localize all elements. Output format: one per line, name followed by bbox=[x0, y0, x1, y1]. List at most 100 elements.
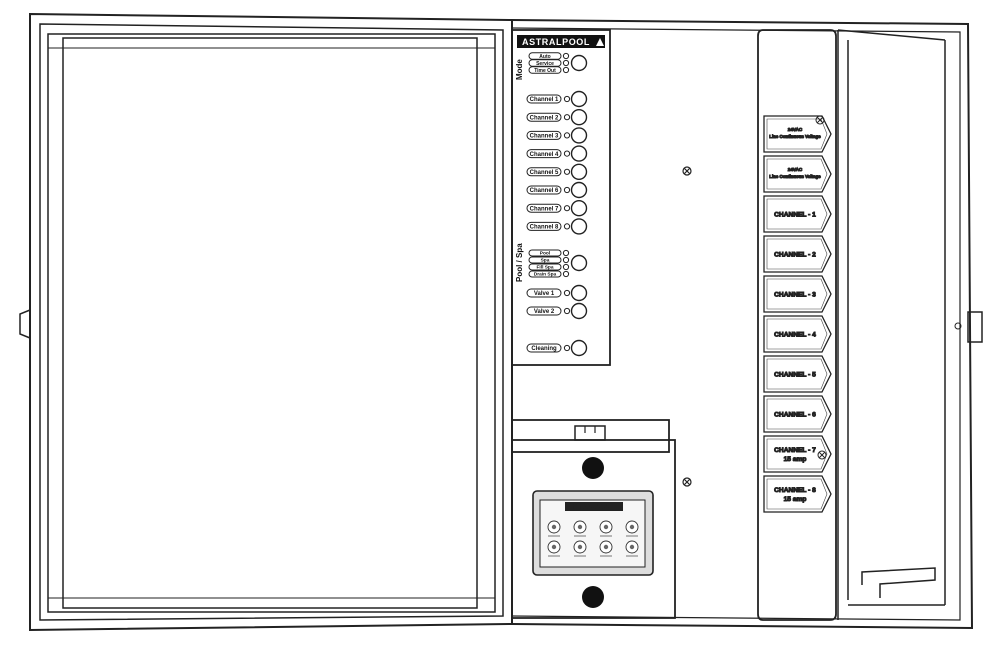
channel-row-3: Channel 3 bbox=[526, 127, 588, 144]
channel-4-button[interactable] bbox=[570, 145, 588, 162]
hinge-right bbox=[967, 311, 983, 343]
label-pill bbox=[526, 149, 562, 159]
touchscreen-icons bbox=[547, 520, 639, 557]
enclosure bbox=[511, 19, 983, 630]
channel-6-button[interactable] bbox=[570, 181, 588, 199]
channel-2-button[interactable] bbox=[570, 108, 588, 126]
channel-row-2: Channel 2 bbox=[526, 108, 588, 126]
channel-row-4: Channel 4 bbox=[526, 145, 588, 162]
label-text: Channel 6 bbox=[530, 188, 559, 194]
led-indicator bbox=[562, 249, 570, 257]
terminal-label-channel-4-6: CHANNEL - 4 bbox=[763, 315, 832, 353]
label-pill bbox=[526, 185, 562, 195]
door-inner-frame bbox=[39, 23, 504, 621]
led-indicator bbox=[562, 59, 570, 67]
valve-2-button[interactable] bbox=[570, 302, 588, 320]
led-indicator bbox=[562, 66, 570, 74]
label-text: Channel 4 bbox=[530, 152, 559, 158]
screw-icon bbox=[815, 115, 827, 460]
timers-icon[interactable] bbox=[573, 540, 587, 557]
pool-spa-button[interactable] bbox=[570, 254, 588, 272]
terminal-label-line1: CHANNEL - 4 bbox=[774, 331, 816, 338]
label-text: Pool bbox=[540, 251, 550, 257]
label-text: Drain Spa bbox=[534, 272, 557, 278]
terminal-tag bbox=[763, 395, 832, 433]
label-text: Channel 1 bbox=[530, 97, 559, 103]
terminal-label-channel-5-7: CHANNEL - 5 bbox=[763, 355, 832, 393]
channel-1-button[interactable] bbox=[570, 90, 588, 108]
settings-icon[interactable] bbox=[573, 520, 587, 537]
label-text: Cleaning bbox=[531, 346, 557, 352]
label-pill bbox=[528, 263, 562, 271]
enclosure-inner bbox=[511, 27, 961, 621]
door bbox=[19, 12, 513, 632]
channel-row-5: Channel 5 bbox=[526, 163, 588, 181]
terminal-label-channel-7-9: CHANNEL - 715 amp bbox=[763, 435, 832, 473]
channel-7-button[interactable] bbox=[570, 199, 588, 217]
home-icon[interactable] bbox=[547, 520, 561, 537]
channel-8-button[interactable] bbox=[570, 218, 588, 235]
label-text: Time Out bbox=[534, 68, 556, 74]
touchscreen-bracket: ASTRALPOOL bbox=[511, 419, 676, 619]
led-indicator bbox=[563, 223, 571, 230]
channel-row-1: Channel 1 bbox=[526, 90, 588, 108]
led-indicator bbox=[563, 132, 571, 139]
channel-row-8: Channel 8 bbox=[526, 218, 588, 235]
led-indicator bbox=[563, 186, 571, 194]
led-indicator bbox=[563, 168, 571, 175]
door-left-latch bbox=[19, 309, 31, 339]
led-indicator bbox=[562, 52, 570, 60]
label-text: Fill Spa bbox=[536, 265, 553, 271]
power-icon[interactable] bbox=[599, 540, 613, 557]
mount-hole-bottom bbox=[582, 586, 604, 608]
heating-icon[interactable] bbox=[547, 540, 561, 557]
brand-logo: ASTRALPOOL bbox=[517, 35, 605, 48]
screw-icon bbox=[682, 166, 692, 487]
cleaning-button[interactable] bbox=[570, 339, 588, 357]
label-text: Service bbox=[536, 61, 554, 67]
terminal-tag bbox=[763, 475, 832, 513]
channel-3-button[interactable] bbox=[570, 127, 588, 144]
led-indicator bbox=[563, 289, 571, 297]
label-pill bbox=[526, 221, 562, 231]
label-text: Channel 8 bbox=[530, 225, 559, 231]
label-text: Channel 7 bbox=[530, 206, 559, 212]
terminal-label-line1: CHANNEL - 8 bbox=[774, 487, 816, 494]
label-pill bbox=[526, 288, 562, 298]
spa-icon[interactable] bbox=[599, 520, 613, 537]
terminal-label-line1: 24VAC bbox=[788, 167, 803, 172]
enclosure-outer bbox=[511, 19, 974, 630]
label-text: Spa bbox=[541, 258, 550, 264]
led-indicator bbox=[562, 256, 570, 264]
mode-button[interactable] bbox=[570, 54, 588, 72]
terminal-label-channel-3-5: CHANNEL - 3 bbox=[763, 275, 832, 313]
control-panel-frame bbox=[511, 29, 611, 366]
door-outer-frame bbox=[29, 12, 513, 632]
terminal-tag bbox=[763, 235, 832, 273]
channel-5-button[interactable] bbox=[570, 163, 588, 181]
label-text: Channel 2 bbox=[530, 115, 559, 121]
lighting-icon[interactable] bbox=[625, 520, 639, 537]
terminal-label-line1: 24VAC bbox=[788, 127, 803, 132]
terminal-label-line1: CHANNEL - 6 bbox=[774, 411, 816, 418]
brand-logo-text: ASTRALPOOL bbox=[522, 37, 590, 47]
terminal-label-line1: CHANNEL - 2 bbox=[774, 251, 816, 258]
label-text: Channel 5 bbox=[530, 170, 559, 176]
info-icon[interactable] bbox=[625, 540, 639, 557]
cleaning-row: Cleaning bbox=[526, 339, 588, 357]
terminal-rail-frame bbox=[757, 29, 837, 621]
label-pill bbox=[526, 306, 562, 316]
terminal-tag bbox=[763, 115, 832, 153]
terminal-label-line2: 15 amp bbox=[784, 496, 807, 503]
control-panel: ASTRALPOOL Mode Pool / Spa AutoServiceTi… bbox=[511, 29, 611, 366]
bracket-tab bbox=[574, 425, 606, 441]
terminal-label-channel-8-10: CHANNEL - 8 15 amp bbox=[763, 475, 832, 513]
valve-1-button[interactable] bbox=[570, 284, 588, 302]
terminal-tag bbox=[763, 195, 832, 233]
